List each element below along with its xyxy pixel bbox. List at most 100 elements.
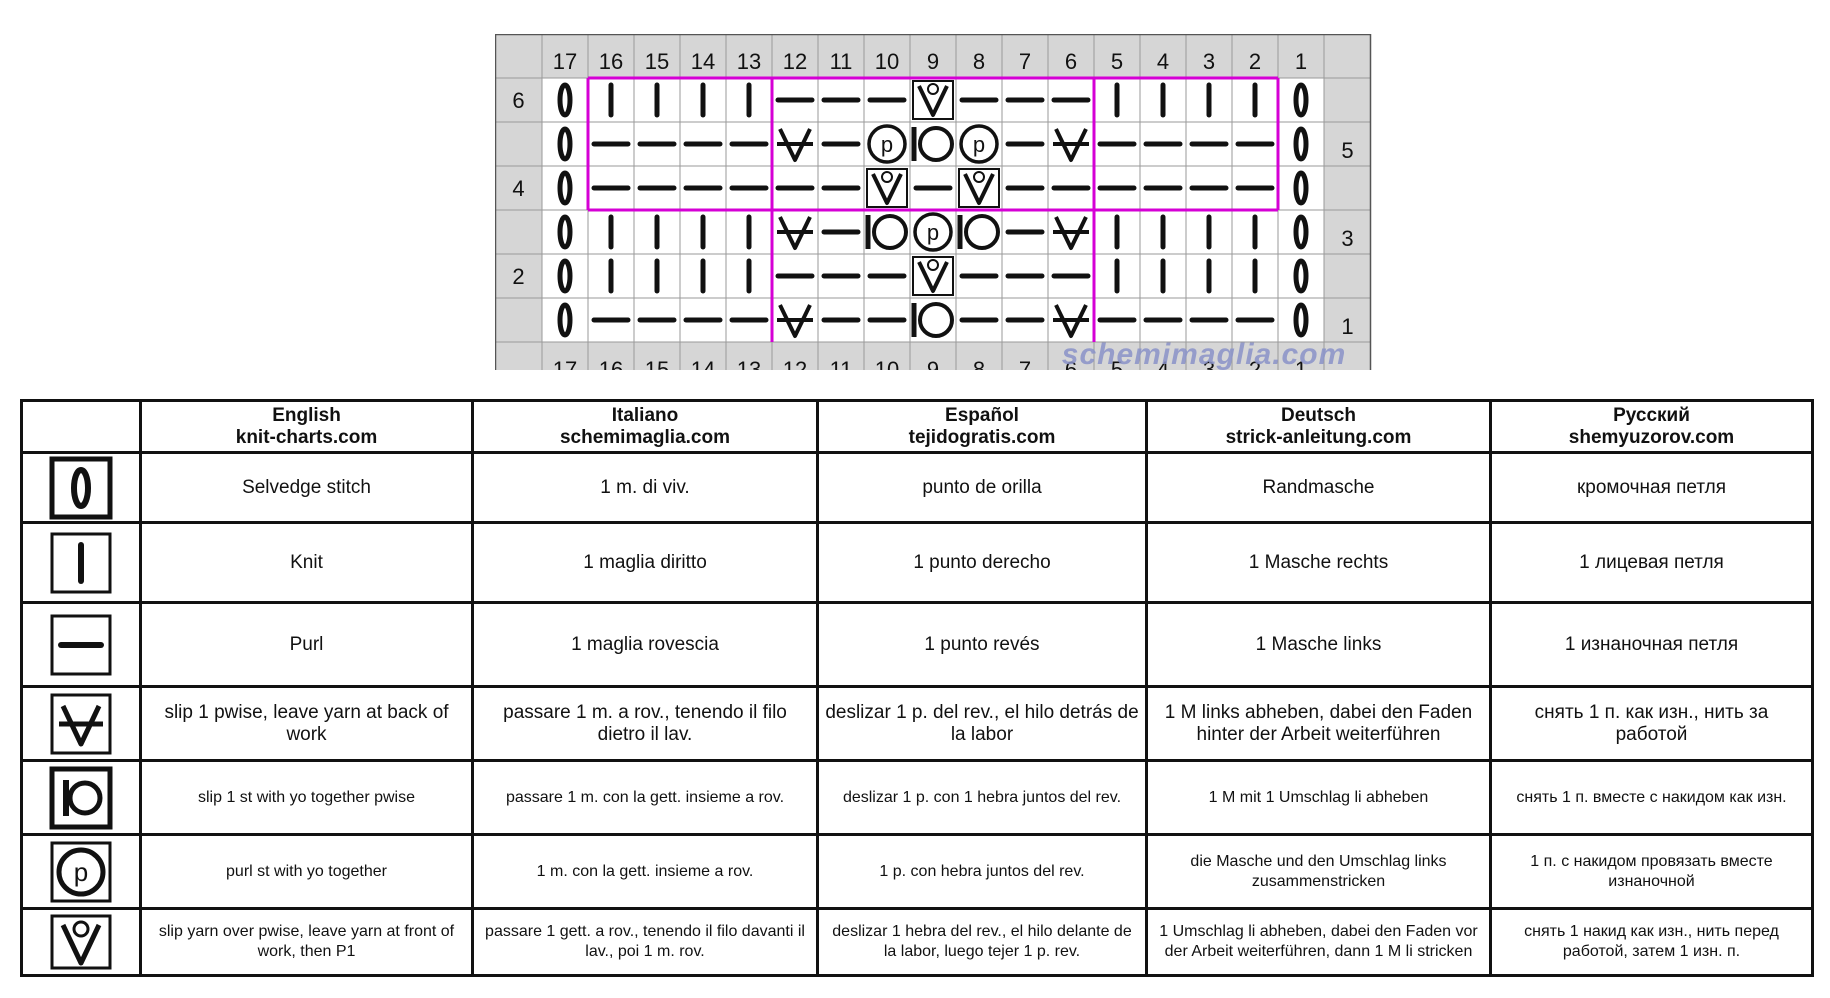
slip-with-yo-icon [20, 759, 142, 836]
legend-row-knit: Knit 1 maglia diritto 1 punto derecho 1 … [20, 521, 1814, 604]
slip-with-yo-icon [911, 302, 954, 338]
column-number-bottom: 1 [1295, 357, 1307, 370]
selvedge-icon [1293, 170, 1309, 206]
legend-text-it: passare 1 m. con la gett. insieme a rov. [471, 759, 819, 836]
chart-cell [865, 214, 908, 250]
column-number-top: 11 [830, 49, 853, 74]
legend-text-it: 1 m. di viv. [471, 451, 819, 524]
selvedge-icon [557, 302, 573, 338]
legend-row-slip-yo-front: slip yarn over pwise, leave yarn at fron… [20, 907, 1814, 977]
legend-text-ru: 1 п. с накидом провязать вместе изнаночн… [1489, 833, 1814, 910]
selvedge-icon [1293, 302, 1309, 338]
column-number-top: 1 [1295, 49, 1307, 74]
row-number-left: 6 [512, 88, 524, 113]
svg-text:p: p [74, 857, 88, 887]
column-number-top: 17 [553, 49, 577, 74]
selvedge-icon [1293, 82, 1309, 118]
chart-cell [1053, 128, 1089, 162]
chart-cell [557, 126, 573, 162]
slip-yarn-back-icon [1053, 216, 1089, 250]
purl-with-yo-icon: p [20, 833, 142, 910]
legend-text-it: 1 m. con la gett. insieme a rov. [471, 833, 819, 910]
chart-left-band [495, 34, 542, 370]
chart-stitches: p p p [557, 80, 1309, 338]
chart-cell [1053, 216, 1089, 250]
row-number-right: 5 [1341, 138, 1353, 163]
row-number-right: 1 [1341, 314, 1353, 339]
column-number-bottom: 3 [1203, 357, 1215, 370]
column-number-top: 15 [645, 49, 669, 74]
column-number-bottom: 6 [1065, 357, 1077, 370]
chart-cell [557, 302, 573, 338]
legend-text-es: deslizar 1 p. con 1 hebra juntos del rev… [816, 759, 1148, 836]
legend-header-italiano: Italiano schemimaglia.com [471, 399, 819, 454]
slip-yo-front-icon [912, 256, 954, 296]
legend-row-selvedge: Selvedge stitch 1 m. di viv. punto de or… [20, 451, 1814, 524]
legend-text-ru: снять 1 п. вместе с накидом как изн. [1489, 759, 1814, 836]
slip-yarn-back-icon [777, 304, 813, 338]
purl-with-yo-icon: p [867, 124, 907, 164]
legend-text-de: 1 Umschlag li abheben, dabei den Faden v… [1145, 907, 1492, 977]
chart-cell [777, 128, 813, 162]
column-number-top: 3 [1203, 49, 1215, 74]
slip-yarn-back-icon [777, 128, 813, 162]
legend-text-en: slip 1 st with yo together pwise [139, 759, 474, 836]
column-number-bottom: 9 [927, 357, 939, 370]
column-number-bottom: 7 [1019, 357, 1031, 370]
legend-text-it: 1 maglia rovescia [471, 601, 819, 688]
chart-cell [777, 304, 813, 338]
legend-text-ru: снять 1 п. как изн., нить за работой [1489, 685, 1814, 762]
chart-cell [1293, 302, 1309, 338]
chart-cell: p [867, 124, 907, 164]
chart-cell [957, 214, 1000, 250]
chart-cell [1053, 304, 1089, 338]
svg-text:p: p [881, 132, 893, 157]
knit-icon [20, 521, 142, 604]
selvedge-icon [557, 258, 573, 294]
column-number-bottom: 14 [691, 357, 715, 370]
row-number-left: 2 [512, 264, 524, 289]
legend-text-es: deslizar 1 p. del rev., el hilo detrás d… [816, 685, 1148, 762]
chart-cell [911, 302, 954, 338]
column-number-top: 6 [1065, 49, 1077, 74]
selvedge-icon [557, 170, 573, 206]
slip-with-yo-icon [865, 214, 908, 250]
selvedge-icon [1293, 126, 1309, 162]
chart-cell: p [913, 212, 953, 252]
legend-text-de: Randmasche [1145, 451, 1492, 524]
purl-with-yo-icon: p [959, 124, 999, 164]
column-number-bottom: 4 [1157, 357, 1169, 370]
slip-with-yo-icon [911, 126, 954, 162]
slip-yo-front-icon [912, 80, 954, 120]
selvedge-icon [20, 451, 142, 524]
legend-text-en: purl st with yo together [139, 833, 474, 910]
row-number-left: 4 [512, 176, 524, 201]
legend-text-en: slip 1 pwise, leave yarn at back of work [139, 685, 474, 762]
column-number-top: 2 [1249, 49, 1261, 74]
legend-text-it: passare 1 m. a rov., tenendo il filo die… [471, 685, 819, 762]
column-number-top: 5 [1111, 49, 1123, 74]
watermark: schemimaglia.com [1062, 338, 1346, 370]
slip-yarn-back-icon [777, 216, 813, 250]
column-number-bottom: 16 [599, 357, 623, 370]
column-number-top: 7 [1019, 49, 1031, 74]
chart-cell [1293, 82, 1309, 118]
legend-header-deutsch: Deutsch strick-anleitung.com [1145, 399, 1492, 454]
chart-top-band [495, 34, 1371, 78]
chart-cell [557, 170, 573, 206]
slip-yarn-back-icon [1053, 304, 1089, 338]
legend-text-it: passare 1 gett. a rov., tenendo il filo … [471, 907, 819, 977]
legend-header-espanol: Español tejidogratis.com [816, 399, 1148, 454]
selvedge-icon [1293, 214, 1309, 250]
chart-cell [1293, 126, 1309, 162]
legend-header-row: English knit-charts.com Italiano schemim… [20, 399, 1814, 454]
legend-row-slip-yarn-back: slip 1 pwise, leave yarn at back of work… [20, 685, 1814, 762]
chart-right-band [1324, 34, 1371, 370]
chart-cell [958, 168, 1000, 208]
column-number-bottom: 2 [1249, 357, 1261, 370]
column-number-bottom: 17 [553, 357, 577, 370]
slip-with-yo-icon [957, 214, 1000, 250]
chart-cell [557, 82, 573, 118]
slip-yarn-back-icon [1053, 128, 1089, 162]
